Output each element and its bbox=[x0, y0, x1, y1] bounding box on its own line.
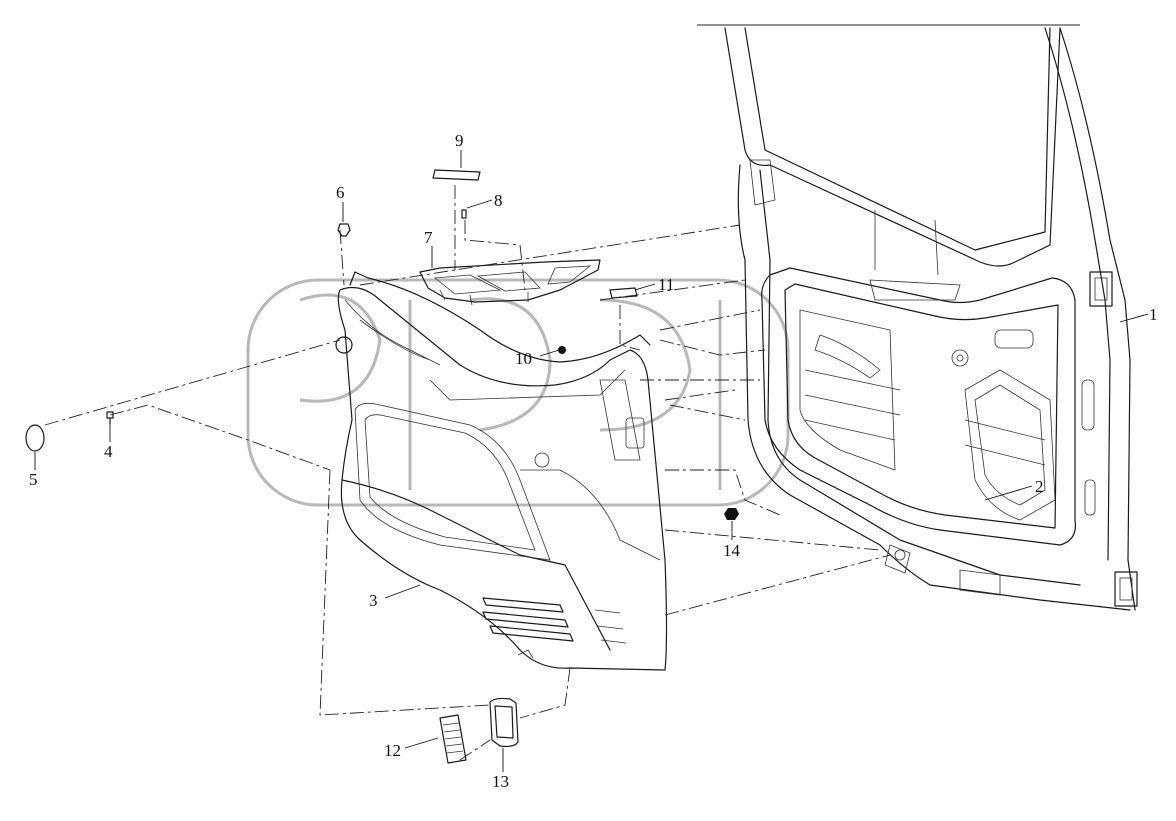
callout-3: 3 bbox=[369, 591, 378, 610]
callout-12: 12 bbox=[384, 741, 401, 760]
part-11-plug bbox=[609, 287, 638, 299]
part-8-screw bbox=[461, 209, 467, 219]
part-12-grille bbox=[439, 714, 467, 764]
part-14-plug bbox=[724, 508, 739, 520]
part-10-clip bbox=[558, 346, 566, 354]
callout-10: 10 bbox=[515, 349, 532, 368]
part-6-clip bbox=[337, 223, 351, 237]
watermark bbox=[246, 278, 790, 507]
door-frame-assembly bbox=[724, 27, 1138, 611]
callout-6: 6 bbox=[336, 183, 345, 202]
part-9-cover bbox=[432, 169, 481, 181]
part-4-screw bbox=[106, 411, 114, 425]
door-trim-panel bbox=[335, 271, 668, 671]
callout-4: 4 bbox=[104, 442, 113, 461]
part-5-cap bbox=[25, 424, 45, 452]
callout-5: 5 bbox=[29, 470, 38, 489]
callout-13: 13 bbox=[492, 772, 509, 791]
callout-8: 8 bbox=[494, 191, 503, 210]
callout-14: 14 bbox=[723, 541, 741, 560]
callout-1: 1 bbox=[1149, 305, 1158, 324]
callout-2: 2 bbox=[1035, 477, 1044, 496]
callout-7: 7 bbox=[424, 228, 433, 247]
small-parts bbox=[25, 169, 739, 764]
callout-11: 11 bbox=[658, 275, 674, 294]
assembly-lines bbox=[44, 185, 891, 761]
pull-handle-armrest bbox=[419, 259, 601, 306]
callout-9: 9 bbox=[455, 131, 464, 150]
part-13-bezel bbox=[489, 697, 519, 748]
leader-lines bbox=[34, 150, 1149, 772]
callout-labels: 1 2 3 4 5 6 7 8 9 10 11 12 13 14 bbox=[29, 131, 1158, 791]
